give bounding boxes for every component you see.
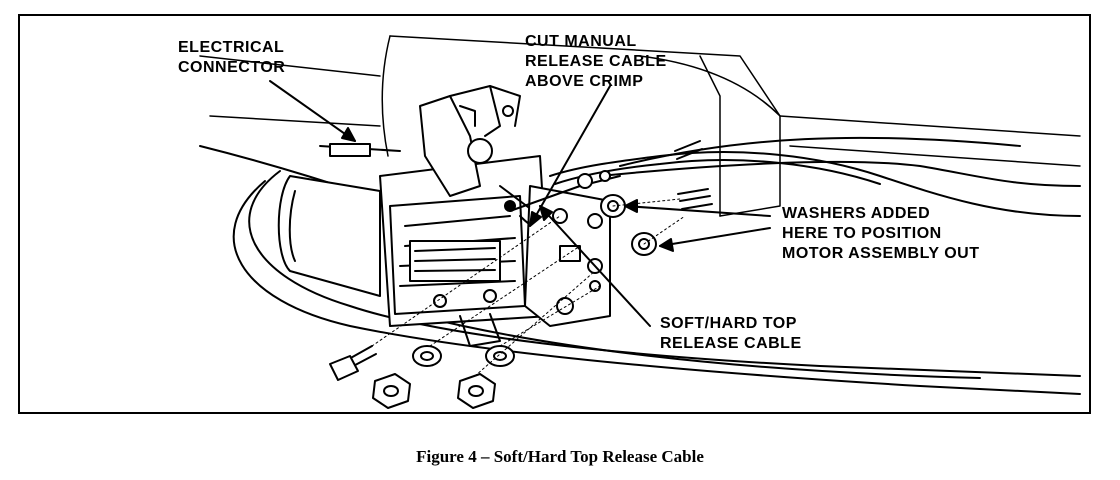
cut-manual-release-label: CUT MANUAL RELEASE CABLE ABOVE CRIMP	[525, 33, 667, 90]
body-panel-lines	[199, 35, 1081, 217]
release-cables	[319, 143, 1081, 217]
figure-frame: ELECTRICAL CONNECTOR CUT MANUAL RELEASE …	[18, 14, 1091, 414]
figure-caption: Figure 4 – Soft/Hard Top Release Cable	[416, 447, 704, 466]
washers-added-label: WASHERS ADDED HERE TO POSITION MOTOR ASS…	[782, 205, 980, 262]
fasteners	[329, 198, 686, 409]
motor-assembly	[277, 155, 551, 347]
mounting-plate	[524, 185, 611, 327]
soft-hard-top-label: SOFT/HARD TOP RELEASE CABLE	[660, 315, 802, 352]
leader-lines	[269, 80, 771, 327]
electrical-connector-label: ELECTRICAL CONNECTOR	[178, 39, 286, 76]
release-cable-illustration	[199, 35, 1081, 409]
